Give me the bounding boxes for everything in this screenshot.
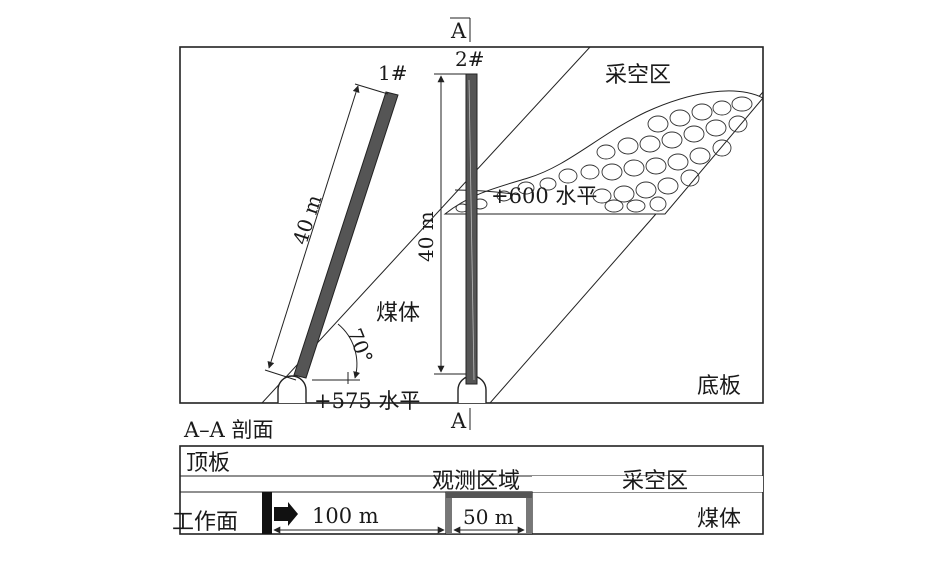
section-mark-top: A [450,19,467,43]
borehole-2-label: 2# [455,47,484,71]
floor-label: 底板 [697,374,741,399]
section-aa-goaf-strip [532,476,763,492]
observation-area-label: 观测区域 [432,469,520,494]
observation-width-label: 50 m [463,505,514,529]
angle-label: 70° [342,325,378,367]
roof-label: 顶板 [186,451,230,476]
observation-area-top-strip [446,492,532,498]
borehole-1-label: 1# [378,61,407,85]
coal-body-label: 煤体 [376,301,420,326]
section-mark-bottom: A [450,409,467,433]
section-aa-coal-body-label: 煤体 [697,507,741,532]
distance-label: 100 m [312,504,379,528]
observation-area-right-wall [526,498,532,534]
borehole-1-dimension-ext-top [354,83,389,95]
level-600-label: +600 水平 [491,184,597,208]
upper-section: A A 1# 2# 40 m 40 m 采空区 +600 水平 煤体 70° +… [179,17,764,433]
working-face-bar [262,492,272,534]
borehole-2-length: 40 m [414,211,438,262]
observation-area-left-wall [446,498,452,534]
borehole-1-dimension-ext-bottom [264,369,297,381]
roadway-arch-left [277,375,307,403]
goaf-rubble-pattern [455,96,753,213]
borehole-2-centerline [468,79,475,381]
dip-angle-arc [337,323,361,379]
section-aa-goaf-label: 采空区 [622,469,688,494]
goaf-label: 采空区 [605,63,671,88]
borehole-1-dimension-line [267,85,360,369]
borehole-1-length: 40 m [288,192,327,248]
advance-arrow [274,502,298,526]
goaf-caving-curve [454,189,521,196]
section-aa: A–A 剖面 顶板 观测区域 采空区 工作面 100 m 50 m 煤体 [172,418,764,535]
working-face-label: 工作面 [172,510,238,535]
level-575-label: +575 水平 [314,389,420,413]
section-aa-title: A–A 剖面 [183,418,274,442]
